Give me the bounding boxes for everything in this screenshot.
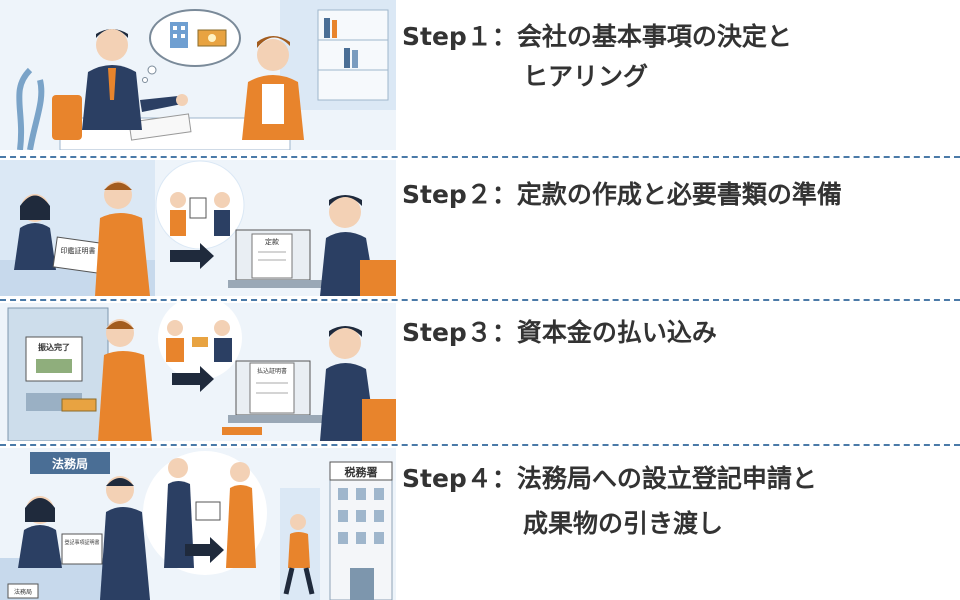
step-1-title: ：会社の基本事項の決定と [491, 22, 792, 51]
step-2-title: ：定款の作成と必要書類の準備 [491, 180, 842, 209]
meeting-illustration [0, 0, 396, 150]
step-3-label: Step３ [402, 318, 492, 347]
registration-illustration: 法務局 法務局 登記事項証明書 [0, 448, 396, 600]
step-4-title-line2: 成果物の引き渡し [523, 509, 724, 538]
separator [0, 156, 960, 158]
step-4-row: 法務局 法務局 登記事項証明書 [0, 448, 960, 600]
form-label: 印鑑証明書 [61, 246, 96, 255]
step-2-label: Step２ [402, 180, 492, 209]
separator [0, 299, 960, 301]
atm-screen-label: 振込完了 [38, 342, 70, 352]
step-1-label: Step１ [402, 22, 492, 51]
counter-label: 法務局 [14, 588, 32, 596]
documents-illustration: 印鑑証明書 定款 [0, 160, 396, 296]
step-1-title-line2: ヒアリング [523, 62, 649, 91]
step-2-row: 印鑑証明書 定款 Step２：定款の作成と必要書類の準備 [0, 160, 960, 296]
step-1-row: Step１：会社の基本事項の決定と ヒアリング [0, 0, 960, 150]
payment-doc-label: 払込証明書 [257, 367, 287, 375]
separator [0, 444, 960, 446]
registration-doc-label: 登記事項証明書 [64, 539, 99, 546]
step-3-row: 振込完了 払込証明書 [0, 303, 960, 441]
atm-payment-illustration: 振込完了 払込証明書 [0, 303, 396, 441]
zeimusho-sign: 税務署 [345, 465, 378, 479]
houmukyoku-sign: 法務局 [52, 456, 88, 471]
teikan-doc-label: 定款 [265, 237, 279, 246]
step-3-title: ：資本金の払い込み [491, 318, 717, 347]
step-4-title: ：法務局への設立登記申請と [491, 464, 817, 493]
step-4-label: Step４ [402, 464, 492, 493]
